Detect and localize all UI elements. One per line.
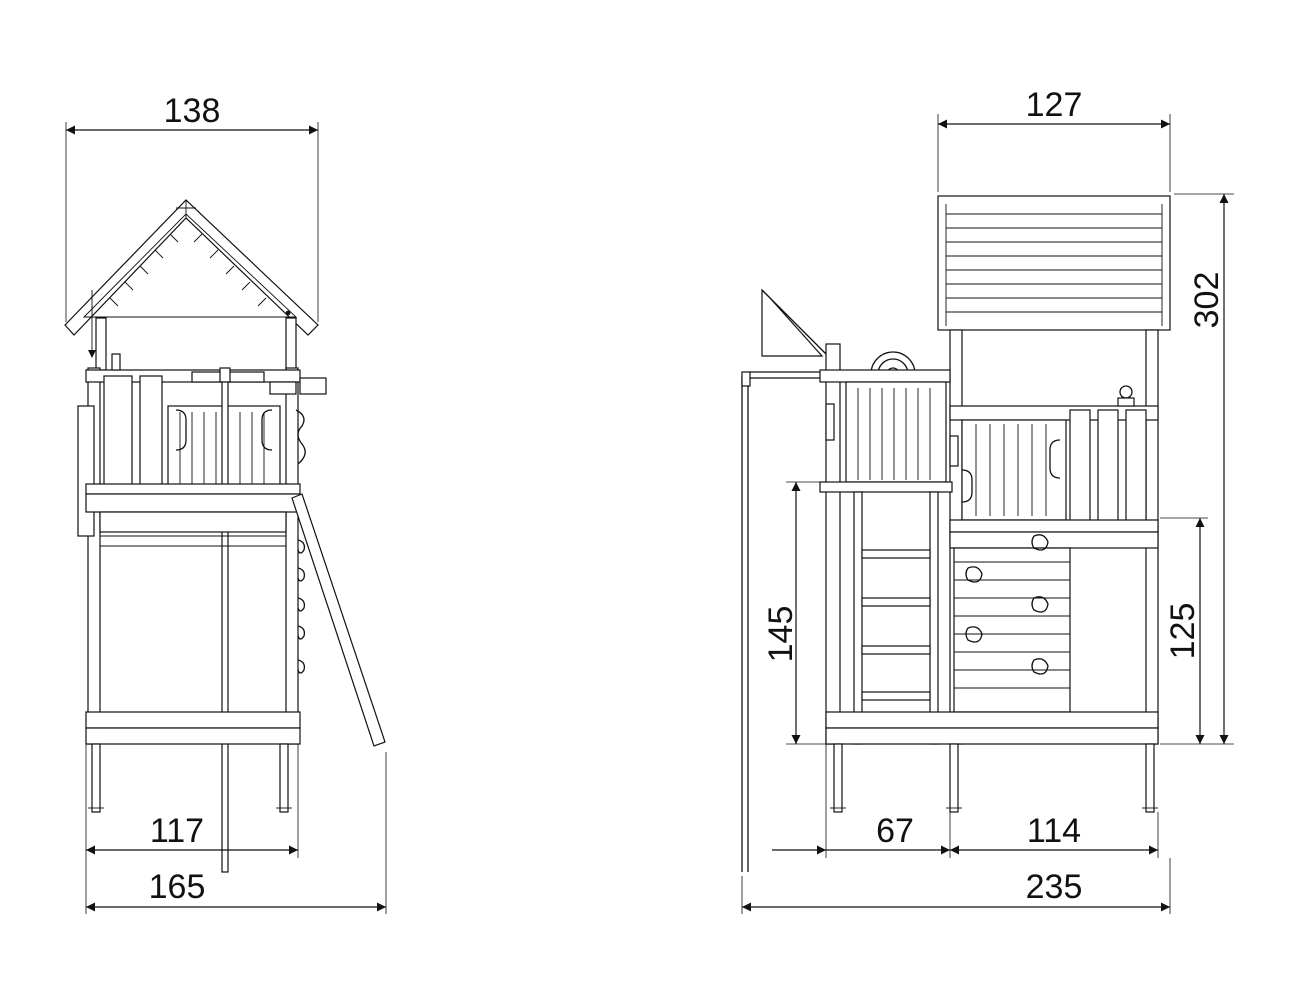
front-dim-width: 235: [741, 858, 1171, 914]
side-dim-posts-label: 117: [150, 812, 204, 850]
front-anchors: [830, 743, 1158, 813]
side-telescope: [299, 377, 327, 395]
front-telescope: [1119, 385, 1133, 399]
front-ladder: [853, 491, 939, 745]
side-rope: [221, 381, 229, 873]
front-view: 127 302 125 145: [741, 86, 1234, 914]
side-view: 138 117 165: [64, 92, 387, 914]
side-anchors: [88, 743, 292, 813]
side-climbing-holds: [297, 539, 306, 674]
front-left-wall: [845, 381, 947, 483]
front-dim-height-label: 302: [1188, 272, 1226, 329]
side-dim-roof-label: 138: [164, 92, 221, 130]
front-base-board-top: [825, 711, 1159, 729]
front-dim-platform-left: 145: [762, 481, 826, 745]
front-base-board-bottom: [825, 727, 1159, 745]
front-right-wall: [961, 419, 1067, 521]
front-climbing-wall: [953, 534, 1071, 713]
front-right-platform: [949, 519, 1159, 533]
front-dim-sections: 67 114: [772, 744, 1159, 858]
side-post-right: [285, 367, 299, 745]
front-dim-width-label: 235: [1026, 868, 1083, 906]
side-slide: [291, 493, 386, 747]
front-dim-roof: 127: [937, 86, 1171, 192]
front-roof: [937, 195, 1171, 331]
side-roof-post-left: [95, 317, 107, 371]
side-dim-roof: 138: [65, 92, 319, 322]
side-dim-depth-label: 165: [149, 868, 206, 906]
front-dim-roof-label: 127: [1026, 86, 1083, 124]
front-dim-height: 302: [1160, 193, 1234, 745]
side-roof: [64, 199, 319, 336]
front-dim-platform-right-label: 125: [1164, 603, 1202, 660]
side-dim-posts: 117: [85, 744, 299, 858]
side-panel-back: [77, 405, 95, 537]
side-platform: [85, 483, 301, 495]
side-base-board-top: [85, 711, 301, 729]
side-roof-post-right: [285, 317, 297, 371]
front-dim-platform-left-label: 145: [762, 606, 800, 663]
front-dim-platform-right: 125: [1160, 517, 1208, 744]
front-dim-tower-label: 114: [1027, 812, 1081, 850]
front-left-platform: [819, 481, 953, 493]
front-dim-ladder-label: 67: [876, 812, 914, 850]
side-base-board-bottom: [85, 727, 301, 745]
side-dim-depth: 165: [85, 752, 387, 914]
